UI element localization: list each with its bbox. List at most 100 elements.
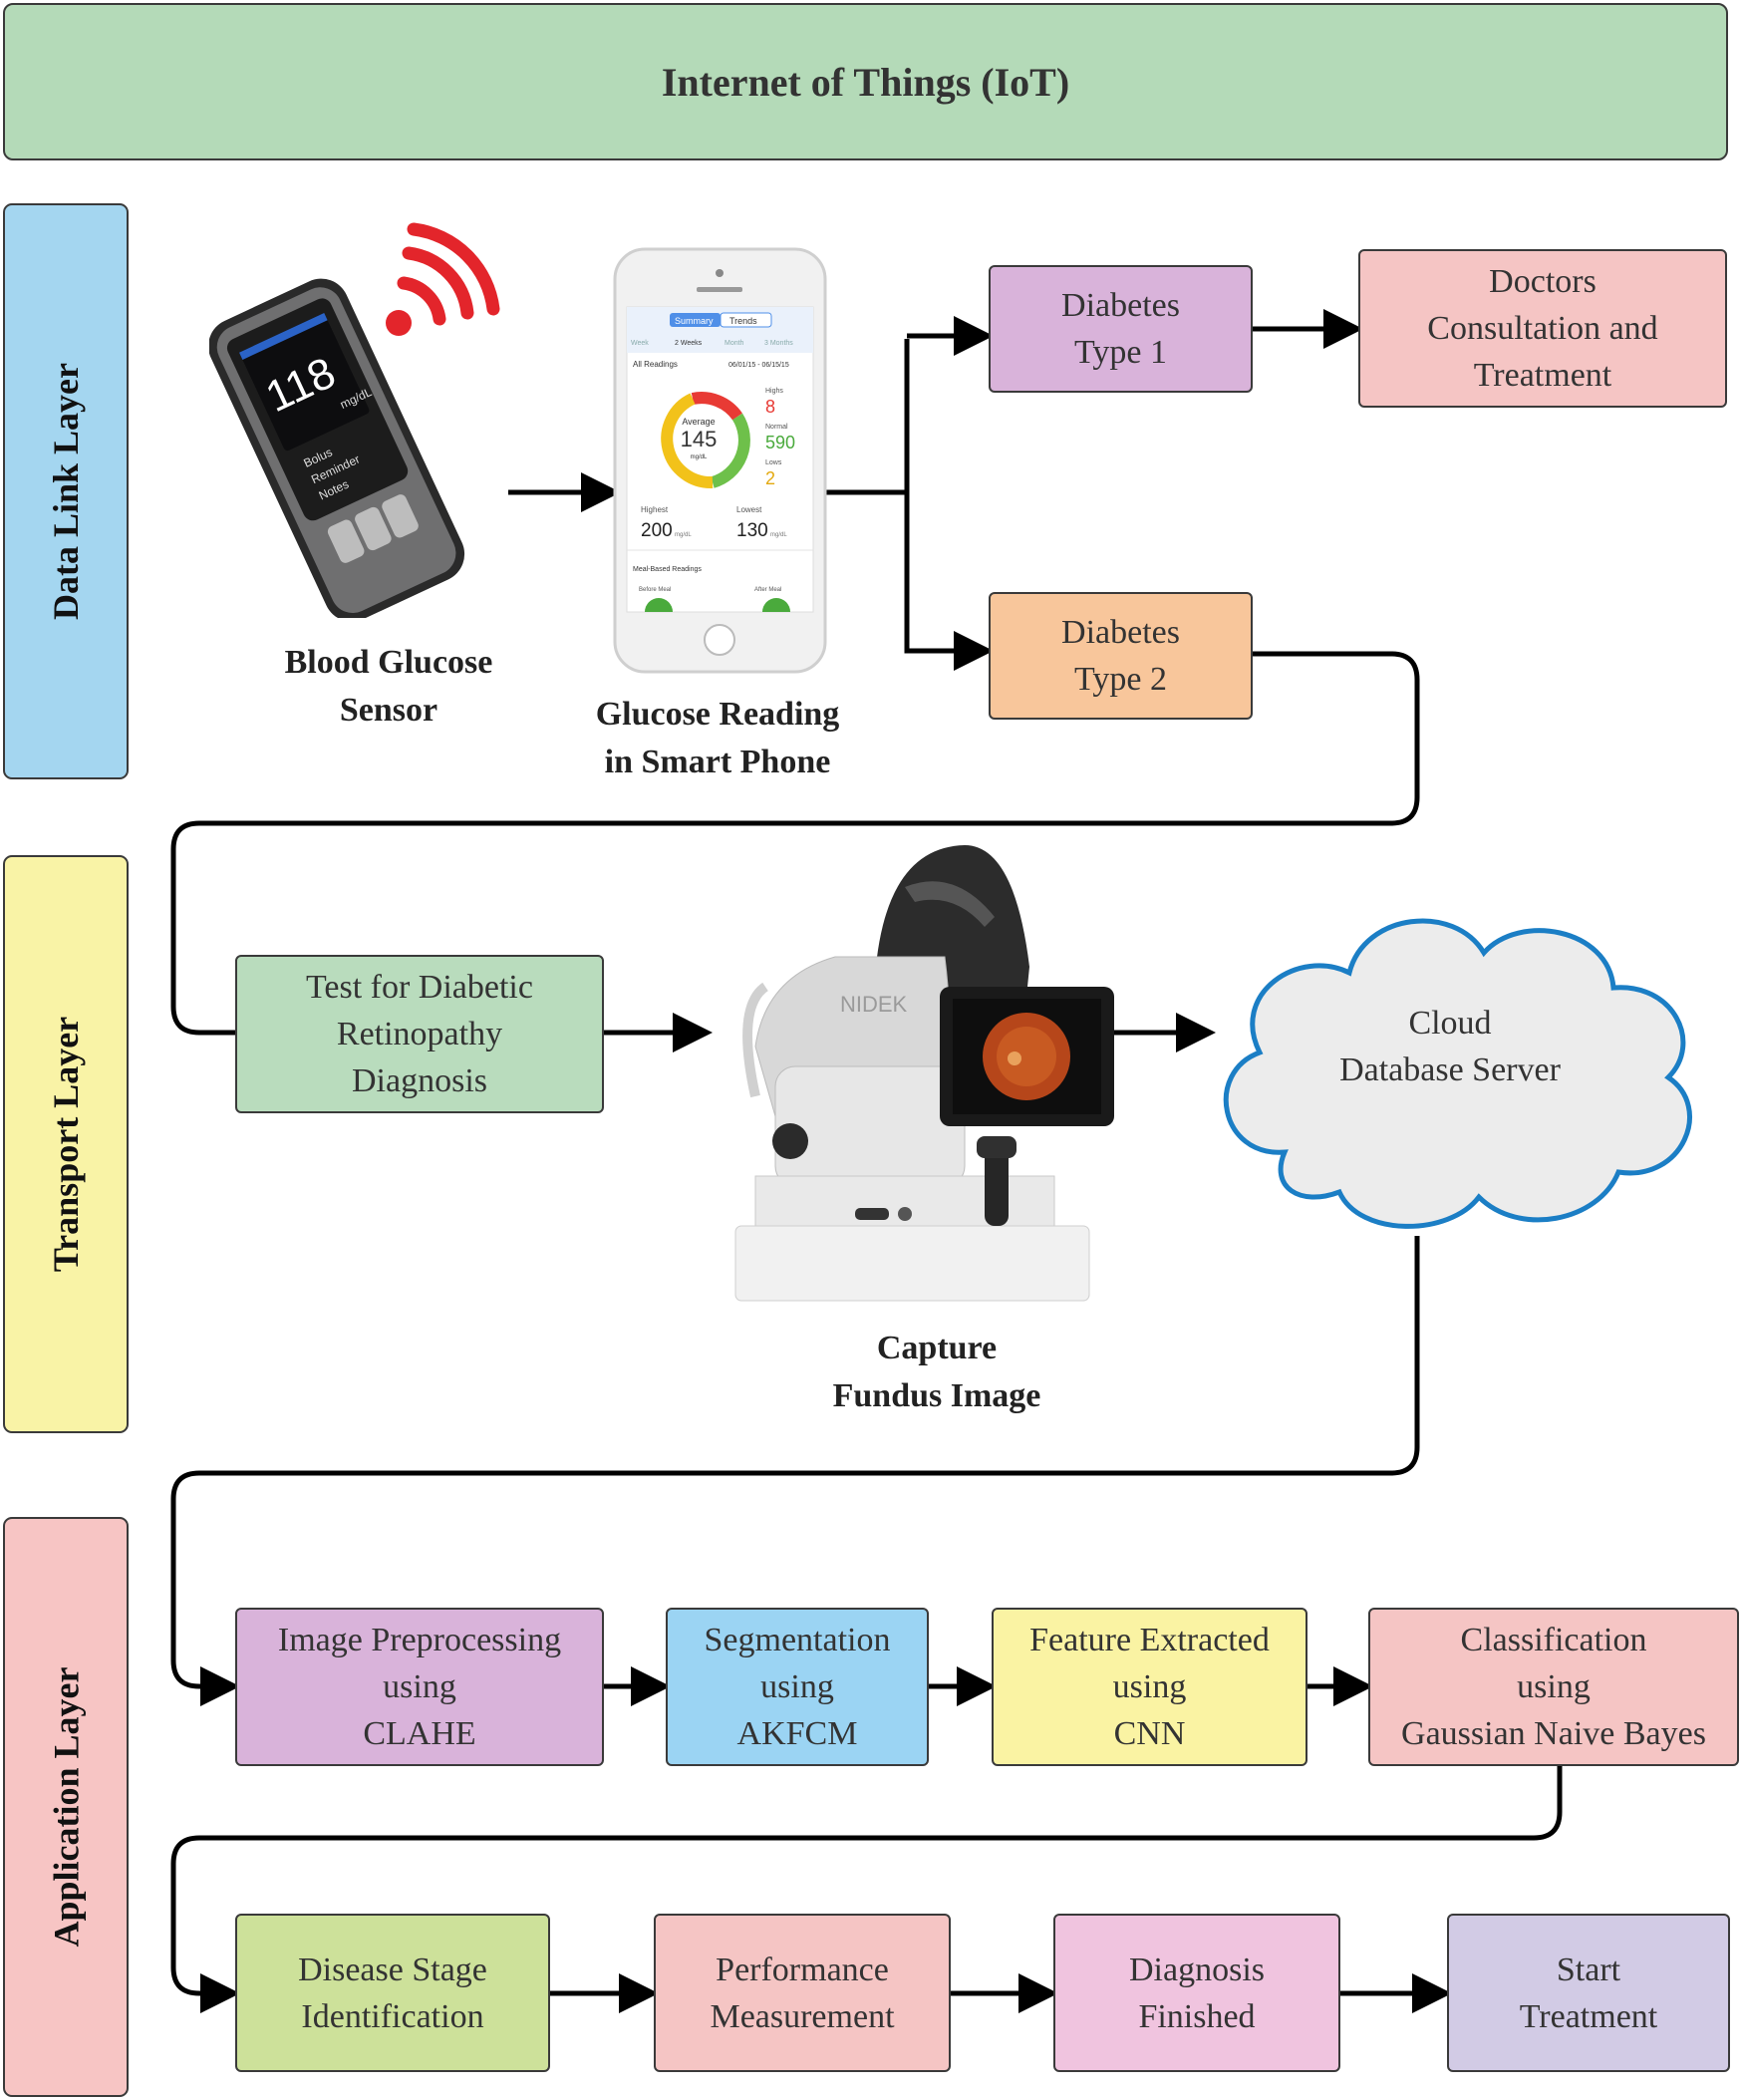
phone-highs-label: Highs — [765, 388, 783, 395]
diagnosis-line-2: Finished — [1138, 1997, 1256, 2035]
phone-caption-line-1: Glucose Reading — [595, 696, 840, 733]
type2-line-2: Type 2 — [1074, 661, 1167, 698]
phone-lows-label: Lows — [765, 459, 782, 466]
glucose-meter-icon: 118 mg/dL Bolus Reminder Notes — [209, 278, 465, 618]
phone-highest-label: Highest — [641, 505, 669, 514]
fundus-caption: Capture Fundus Image — [777, 1325, 1096, 1420]
iot-title: Internet of Things (IoT) — [661, 59, 1070, 105]
phone-tab-summary: Summary — [675, 316, 714, 326]
iot-title-banner: Internet of Things (IoT) — [3, 3, 1728, 160]
phone-meal-section: Meal-Based Readings — [633, 566, 702, 573]
segmentation-line-2: using — [760, 1668, 834, 1705]
phone-all-readings: All Readings — [633, 360, 678, 369]
doctors-consultation-node: Doctors Consultation and Treatment — [1358, 249, 1727, 408]
sensor-caption-line-2: Sensor — [339, 692, 438, 729]
preprocess-line-1: Image Preprocessing — [277, 1622, 562, 1658]
feature-extraction-node: Feature Extracted using CNN — [992, 1608, 1307, 1766]
test-line-3: Diagnosis — [352, 1062, 487, 1099]
camera-brand: NIDEK — [840, 992, 908, 1017]
phone-lowest-unit: mg/dL — [770, 532, 787, 538]
disease-stage-node: Disease Stage Identification — [235, 1914, 550, 2072]
diagnosis-finished-node: Diagnosis Finished — [1053, 1914, 1340, 2072]
cloud-icon — [1223, 918, 1692, 1229]
smart-phone-icon: Summary Trends Week 2 Weeks Month 3 Mont… — [613, 247, 827, 674]
classification-line-2: using — [1517, 1668, 1591, 1705]
phone-range-week: Week — [631, 340, 649, 347]
cloud-line-1: Cloud — [1408, 1005, 1492, 1042]
phone-average-unit: mg/dL — [691, 454, 708, 460]
sensor-caption-line-1: Blood Glucose — [284, 644, 493, 681]
phone-lows-value: 2 — [765, 468, 775, 488]
classification-node: Classification using Gaussian Naive Baye… — [1368, 1608, 1739, 1766]
preprocess-line-2: using — [383, 1668, 456, 1705]
phone-tab-trends: Trends — [729, 316, 757, 326]
feature-line-3: CNN — [1113, 1715, 1186, 1752]
phone-before-meal: Before Meal — [639, 587, 671, 593]
preprocessing-node: Image Preprocessing using CLAHE — [235, 1608, 604, 1766]
phone-lowest-label: Lowest — [736, 505, 762, 514]
type1-line-2: Type 1 — [1074, 334, 1167, 371]
feature-line-2: using — [1112, 1668, 1187, 1705]
phone-after-meal: After Meal — [754, 587, 781, 593]
phone-normal-value: 590 — [765, 433, 795, 452]
disease-line-2: Identification — [301, 1997, 484, 2035]
fundus-caption-line-1: Capture — [876, 1330, 998, 1366]
phone-range-month: Month — [725, 340, 744, 347]
type1-line-1: Diabetes — [1061, 287, 1180, 324]
phone-range-2weeks: 2 Weeks — [675, 340, 703, 347]
phone-highs-value: 8 — [765, 397, 775, 417]
phone-highest-unit: mg/dL — [675, 532, 692, 538]
application-layer-panel: Application Layer — [3, 1517, 129, 2097]
phone-caption-line-2: in Smart Phone — [604, 744, 831, 780]
doctors-line-1: Doctors — [1489, 263, 1597, 300]
data-link-layer-label: Data Link Layer — [46, 362, 87, 621]
segmentation-line-3: AKFCM — [736, 1715, 858, 1752]
disease-line-1: Disease Stage — [298, 1950, 487, 1988]
performance-line-2: Measurement — [710, 1997, 895, 2035]
phone-highest-value: 200 — [641, 520, 673, 541]
connector-phone-to-types — [825, 339, 910, 495]
arrow-classification-to-disease-stage — [170, 1764, 1563, 2013]
treatment-line-1: Start — [1556, 1950, 1621, 1988]
diabetes-type2-node: Diabetes Type 2 — [989, 592, 1253, 720]
treatment-line-2: Treatment — [1519, 1997, 1658, 2035]
classification-line-1: Classification — [1460, 1622, 1647, 1658]
phone-date-range: 06/01/15 - 06/15/15 — [728, 362, 789, 369]
performance-node: Performance Measurement — [654, 1914, 951, 2072]
phone-average-value: 145 — [681, 427, 718, 451]
diagnosis-line-1: Diagnosis — [1129, 1950, 1265, 1988]
phone-lowest-value: 130 — [736, 520, 768, 541]
cloud-line-2: Database Server — [1339, 1051, 1561, 1088]
arrow-to-type2 — [904, 492, 994, 671]
retinopathy-test-node: Test for Diabetic Retinopathy Diagnosis — [235, 955, 604, 1113]
arrow-cloud-to-preprocess — [170, 1236, 1420, 1706]
fundus-caption-line-2: Fundus Image — [832, 1377, 1041, 1414]
segmentation-node: Segmentation using AKFCM — [666, 1608, 929, 1766]
performance-line-1: Performance — [716, 1950, 889, 1988]
phone-range-3months: 3 Months — [764, 340, 793, 347]
connector-type2-to-test — [170, 651, 1420, 1036]
segmentation-line-1: Segmentation — [704, 1622, 891, 1658]
wireless-signal-icon — [386, 222, 500, 336]
doctors-line-3: Treatment — [1473, 357, 1612, 394]
start-treatment-node: Start Treatment — [1447, 1914, 1730, 2072]
classification-line-3: Gaussian Naive Bayes — [1401, 1715, 1706, 1752]
sensor-caption: Blood Glucose Sensor — [249, 639, 528, 735]
feature-line-1: Feature Extracted — [1029, 1622, 1270, 1658]
application-layer-label: Application Layer — [46, 1666, 87, 1948]
test-line-2: Retinopathy — [336, 1016, 503, 1052]
phone-normal-label: Normal — [765, 424, 788, 431]
diabetes-type1-node: Diabetes Type 1 — [989, 265, 1253, 393]
preprocess-line-3: CLAHE — [363, 1715, 476, 1752]
cloud-server-node: Cloud Database Server — [1286, 997, 1614, 1096]
fundus-camera-icon: NIDEK — [734, 845, 1114, 1302]
transport-layer-panel: Transport Layer — [3, 855, 129, 1433]
test-line-1: Test for Diabetic — [306, 969, 533, 1006]
phone-average-label: Average — [682, 417, 715, 427]
data-link-layer-panel: Data Link Layer — [3, 203, 129, 779]
phone-caption: Glucose Reading in Smart Phone — [558, 691, 877, 786]
type2-line-1: Diabetes — [1061, 614, 1180, 651]
doctors-line-2: Consultation and — [1427, 310, 1658, 347]
transport-layer-label: Transport Layer — [46, 1016, 86, 1273]
